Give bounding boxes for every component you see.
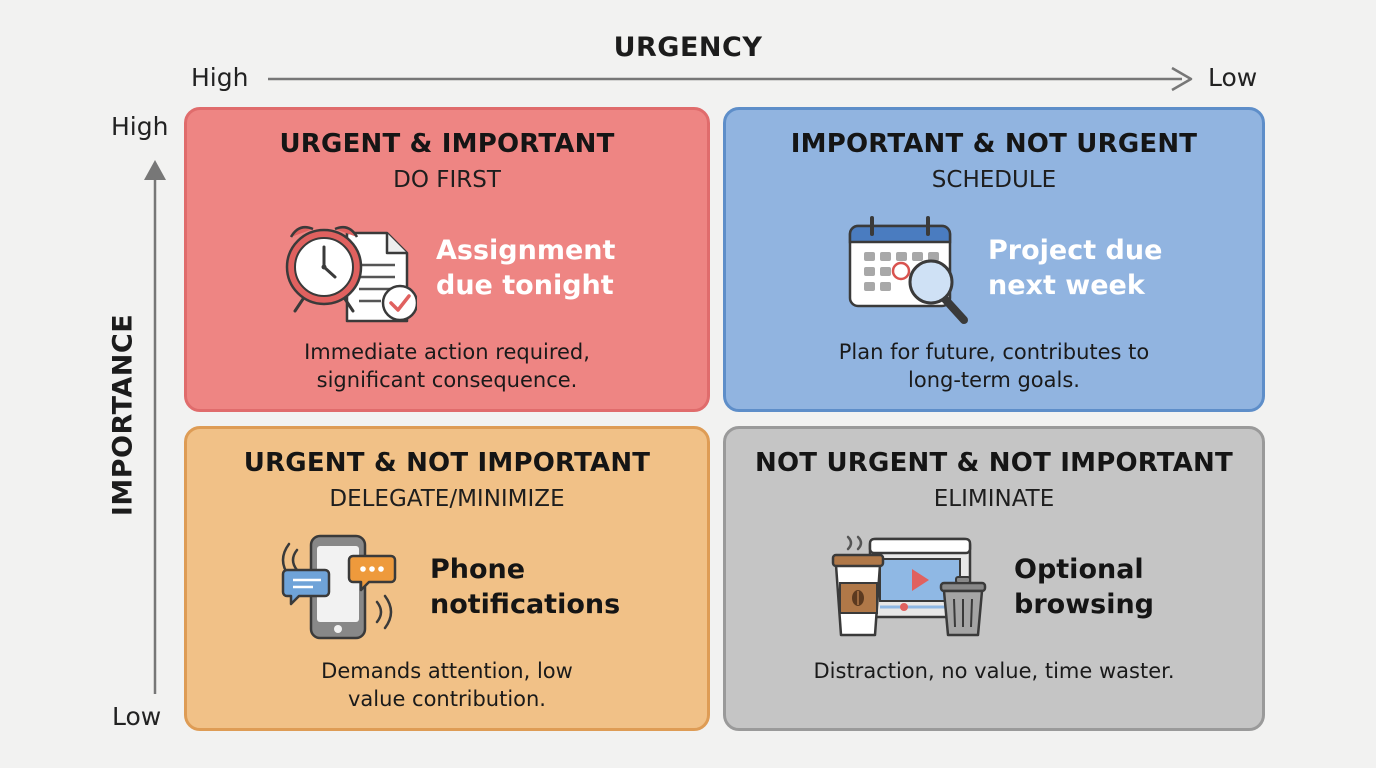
quadrant-urgent-not-important: URGENT & NOT IMPORTANT DELEGATE/MINIMIZE…	[184, 426, 710, 731]
quadrant-title: IMPORTANT & NOT URGENT	[790, 129, 1198, 159]
quadrant-description: Immediate action required, significant c…	[304, 340, 590, 392]
coffee-video-trash-icon	[831, 535, 987, 637]
quadrant-important-not-urgent: IMPORTANT & NOT URGENT SCHEDULE Project …	[723, 107, 1265, 412]
quadrant-action: DO FIRST	[393, 167, 501, 193]
phone-notifications-icon	[281, 534, 397, 640]
urgency-arrow	[268, 66, 1193, 92]
urgency-low-label: Low	[1208, 63, 1258, 92]
quadrant-example: Phone notifications	[430, 554, 621, 620]
importance-low-label: Low	[112, 702, 162, 731]
importance-high-label: High	[111, 112, 169, 141]
quadrant-description: Distraction, no value, time waster.	[813, 659, 1175, 683]
quadrant-description: Plan for future, contributes to long-ter…	[838, 340, 1150, 392]
quadrant-title: URGENT & NOT IMPORTANT	[243, 448, 651, 478]
urgency-high-label: High	[191, 63, 249, 92]
quadrant-title: URGENT & IMPORTANT	[279, 129, 615, 159]
quadrant-not-urgent-not-important: NOT URGENT & NOT IMPORTANT ELIMINATE Opt…	[723, 426, 1265, 731]
quadrant-action: ELIMINATE	[933, 486, 1055, 512]
quadrant-action: DELEGATE/MINIMIZE	[329, 486, 565, 512]
quadrant-example: Project due next week	[988, 235, 1163, 301]
quadrant-title: NOT URGENT & NOT IMPORTANT	[755, 448, 1233, 478]
urgency-axis-title: URGENCY	[613, 32, 763, 63]
quadrant-urgent-important: URGENT & IMPORTANT DO FIRST Assignment d…	[184, 107, 710, 412]
quadrant-example: Assignment due tonight	[436, 235, 616, 301]
alarm-clock-document-icon	[285, 226, 417, 323]
quadrant-description: Demands attention, low value contributio…	[321, 659, 573, 711]
quadrant-example: Optional browsing	[1014, 554, 1155, 620]
importance-arrow	[144, 160, 166, 694]
quadrant-action: SCHEDULE	[931, 167, 1057, 193]
calendar-magnifier-icon	[848, 216, 968, 324]
